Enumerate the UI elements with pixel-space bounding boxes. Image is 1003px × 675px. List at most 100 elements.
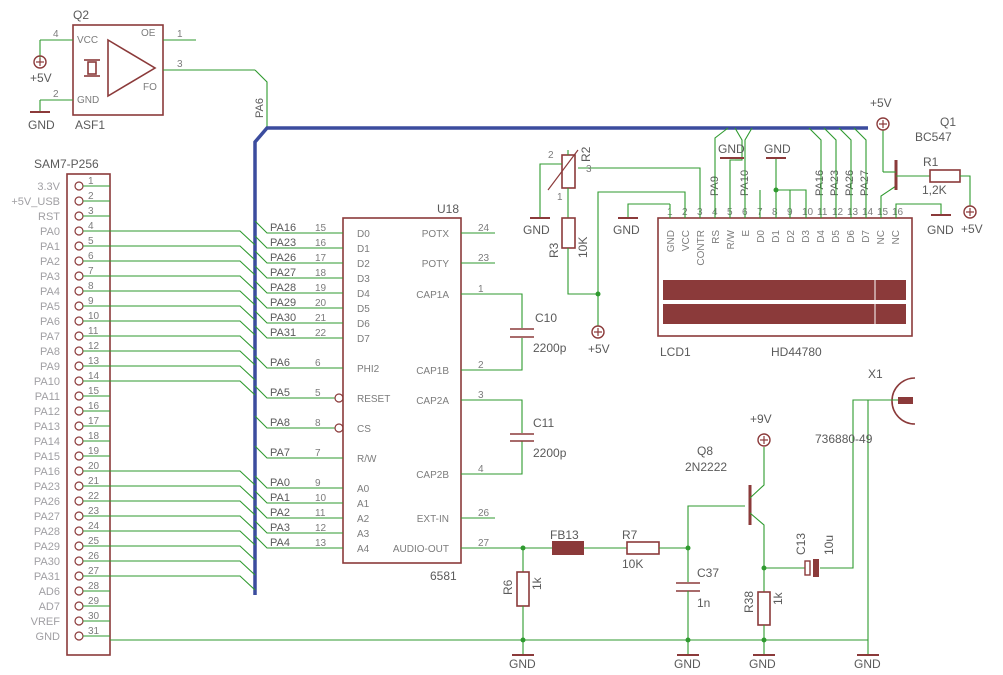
lcd-pin-number: 14 xyxy=(862,207,874,218)
lcd-wiring xyxy=(578,127,942,297)
lcd-pin-name: GND xyxy=(666,230,677,252)
r2-ref: R2 xyxy=(579,146,593,162)
u18-net-label: PA0 xyxy=(270,477,290,489)
u18-pin-number-right: 27 xyxy=(478,538,490,549)
bus-label-pa6: PA6 xyxy=(254,98,266,118)
connector-label: PA8 xyxy=(40,346,60,358)
u18-net-label: PA23 xyxy=(270,237,296,249)
u18-pin-number-right: 23 xyxy=(478,253,490,264)
connector-pin-number: 29 xyxy=(88,596,100,607)
connector-pin-number: 11 xyxy=(88,326,99,337)
r38-value: 1k xyxy=(771,591,785,605)
u18-net-label: PA7 xyxy=(270,447,290,459)
connector-pin-number: 28 xyxy=(88,581,100,592)
connector-pin-number: 3 xyxy=(88,206,94,217)
connector-pin-number: 13 xyxy=(88,356,100,367)
r6-value: 1k xyxy=(530,576,544,590)
lcd-pin-name: D0 xyxy=(756,230,767,243)
connector-label: PA31 xyxy=(34,571,60,583)
lcd-pin-number: 8 xyxy=(772,207,778,218)
lcd-pin-number: 12 xyxy=(832,207,844,218)
q2-fo-pin: FO xyxy=(143,82,157,93)
u18-pin-name-right: CAP1B xyxy=(416,366,449,377)
u18-pin-name-right: POTY xyxy=(422,259,450,270)
q1-model: BC547 xyxy=(915,130,952,144)
r38-ref: R38 xyxy=(742,591,756,613)
lcd-gnd-2: GND xyxy=(718,142,745,156)
connector-pin-number: 7 xyxy=(88,266,94,277)
c37-value: 1n xyxy=(697,596,710,610)
u18-pin-number: 12 xyxy=(315,523,327,534)
lcd-pin-name: R/W xyxy=(726,229,737,249)
connector-label: PA7 xyxy=(40,331,60,343)
lcd-net-pa26: PA26 xyxy=(844,170,856,196)
u18-net-label: PA1 xyxy=(270,492,290,504)
connector-label: PA3 xyxy=(40,271,60,283)
u18-pin-name-right: POTX xyxy=(422,229,450,240)
connector-pin-number: 19 xyxy=(88,446,100,457)
u18-pin-name: D6 xyxy=(357,319,370,330)
u18-pin-number: 8 xyxy=(315,418,321,429)
connector-label: PA29 xyxy=(34,541,60,553)
lcd-pin-name: NC xyxy=(876,230,887,244)
lcd-model: HD44780 xyxy=(771,345,822,359)
u18-pin-name: D4 xyxy=(357,289,370,300)
lcd-net-pa27: PA27 xyxy=(859,170,871,196)
lcd-pin-name: D5 xyxy=(831,230,842,243)
r2-pin-1: 1 xyxy=(557,192,563,203)
c11-ref: C11 xyxy=(533,416,554,430)
u18-pin-number-right: 24 xyxy=(478,223,490,234)
u18-pin-name: A4 xyxy=(357,544,370,555)
connector-label: VREF xyxy=(31,616,61,628)
u18-pin-name: A3 xyxy=(357,529,370,540)
u18-net-label: PA30 xyxy=(270,312,296,324)
connector-pin-number: 26 xyxy=(88,551,100,562)
lcd-ref: LCD1 xyxy=(660,345,691,359)
lcd-pin-name: D6 xyxy=(846,230,857,243)
u18-net-label: PA16 xyxy=(270,222,296,234)
gnd-label-r38: GND xyxy=(749,657,776,671)
u18-pin-number: 21 xyxy=(315,313,327,324)
u18-net-label: PA3 xyxy=(270,522,290,534)
lcd-pin-name: CONTR xyxy=(696,230,707,266)
u18-net-label: PA4 xyxy=(270,537,290,549)
q2-oe-pin: OE xyxy=(141,28,156,39)
q2-pin-4: 4 xyxy=(53,29,59,40)
u18-pin-name: A2 xyxy=(357,514,370,525)
connector-pin-number: 16 xyxy=(88,401,100,412)
lcd-pin-name: D1 xyxy=(771,230,782,243)
lcd-pin-name: D7 xyxy=(861,230,872,243)
lcd-title: LCD DISPLAY 16x2 xyxy=(718,327,807,338)
c10-ref: C10 xyxy=(535,311,557,325)
q2-pin-2: 2 xyxy=(53,89,59,100)
r6-ref: R6 xyxy=(501,579,515,595)
lcd-pin-name: D3 xyxy=(801,230,812,243)
u18-pin-number: 17 xyxy=(315,253,327,264)
q2-gnd-pin: GND xyxy=(77,95,99,106)
connector-label: PA5 xyxy=(40,301,60,313)
q2-power-symbol xyxy=(33,55,47,69)
u18-pin-name: RESET xyxy=(357,394,390,405)
connector-pin-number: 14 xyxy=(88,371,100,382)
cap-c10: C10 2200p xyxy=(461,293,567,371)
connector-label: PA28 xyxy=(34,526,60,538)
r1-value: 1,2K xyxy=(922,183,947,197)
u18-net-label: PA28 xyxy=(270,282,296,294)
connector-label: PA15 xyxy=(34,451,60,463)
connector-label: PA9 xyxy=(40,361,60,373)
transistor-q1: +5V Q1 BC547 R1 1,2K +5V GND xyxy=(870,96,983,237)
lcd-pin-name: D2 xyxy=(786,230,797,243)
u18-net-label: PA26 xyxy=(270,252,296,264)
u18-pin-name-right: CAP1A xyxy=(416,290,449,301)
u18-net-label: PA6 xyxy=(270,357,290,369)
r2-pin-2: 2 xyxy=(548,150,554,161)
r1-power-label: +5V xyxy=(961,222,983,236)
lcd-pin-number: 10 xyxy=(802,207,814,218)
q2-power-label: +5V xyxy=(30,71,52,85)
u18-net-label: PA2 xyxy=(270,507,290,519)
connector-pin-number: 6 xyxy=(88,251,94,262)
connector-pin-number: 22 xyxy=(88,491,100,502)
connector-label: RST xyxy=(38,211,60,223)
lcd-row-1 xyxy=(663,280,906,300)
